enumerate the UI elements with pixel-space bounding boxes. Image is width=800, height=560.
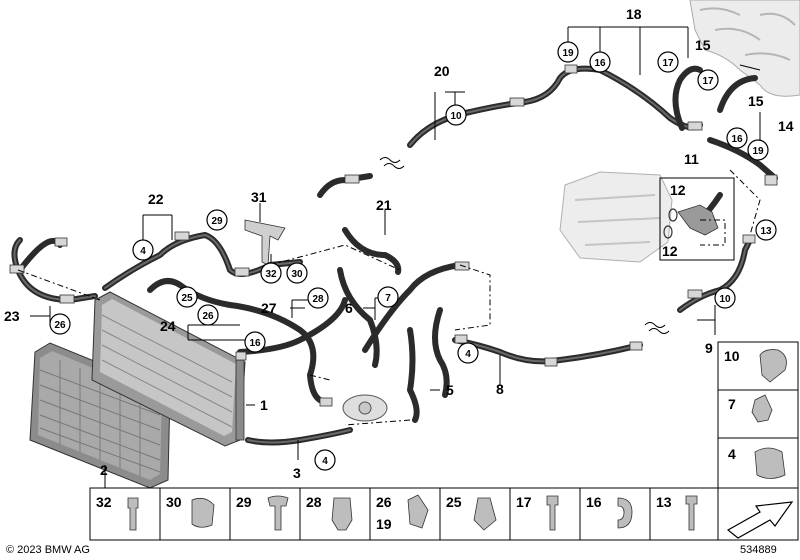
callout-16-a: 16 — [589, 51, 611, 73]
callout-17-b: 17 — [697, 69, 719, 91]
svg-text:4: 4 — [322, 456, 328, 467]
callout-26-a: 26 — [49, 313, 71, 335]
fittings — [9, 64, 778, 407]
label-24: 24 — [160, 318, 176, 334]
svg-text:28: 28 — [312, 294, 324, 305]
label-23: 23 — [4, 308, 20, 324]
svg-text:17: 17 — [662, 58, 674, 69]
callout-28: 28 — [307, 287, 329, 309]
callout-4-b: 4 — [457, 342, 479, 364]
svg-text:25: 25 — [181, 293, 193, 304]
legend-bottom-label-17: 17 — [516, 494, 532, 510]
callout-17-a: 17 — [657, 51, 679, 73]
label-15-top: 15 — [695, 37, 711, 53]
dashed-lines — [17, 169, 761, 426]
label-12-top: 12 — [670, 182, 686, 198]
label-27: 27 — [261, 300, 277, 316]
callout-30: 30 — [286, 262, 308, 284]
drawing-number: 534889 — [740, 544, 777, 556]
legend-bottom-label-32: 32 — [96, 494, 112, 510]
bracket — [244, 219, 286, 266]
svg-text:10: 10 — [719, 294, 731, 305]
label-5: 5 — [446, 382, 454, 398]
label-9: 9 — [705, 340, 713, 356]
radiator — [91, 291, 246, 447]
label-3: 3 — [293, 465, 301, 481]
svg-text:16: 16 — [594, 58, 606, 69]
label-2: 2 — [100, 462, 108, 478]
coolant-pump — [342, 394, 388, 422]
legend-bottom-label-13: 13 — [656, 494, 672, 510]
callout-16-c: 16 — [244, 331, 266, 353]
label-20: 20 — [434, 63, 450, 79]
svg-text:13: 13 — [760, 226, 772, 237]
callout-7: 7 — [377, 286, 399, 308]
callout-29: 29 — [206, 209, 228, 231]
legend-bottom-label-29: 29 — [236, 494, 252, 510]
label-22: 22 — [148, 191, 164, 207]
label-31: 31 — [251, 189, 267, 205]
svg-text:19: 19 — [752, 146, 764, 157]
legend-side-label-3: 4 — [728, 446, 736, 462]
svg-text:26: 26 — [54, 320, 66, 331]
legend-bottom-label-25: 25 — [446, 494, 462, 510]
label-6: 6 — [345, 300, 353, 316]
svg-text:17: 17 — [702, 76, 714, 87]
legend-bottom-label-26: 26 — [376, 494, 392, 510]
svg-text:26: 26 — [202, 311, 214, 322]
legend-bottom-label-30: 30 — [166, 494, 182, 510]
label-18: 18 — [626, 6, 642, 22]
callout-13: 13 — [755, 219, 777, 241]
label-21: 21 — [376, 197, 392, 213]
break-marks — [379, 157, 670, 334]
legend-bottom: 32 30 29 28 26 19 25 17 16 13 — [89, 487, 799, 541]
drive-unit — [559, 171, 673, 263]
svg-text:10: 10 — [450, 111, 462, 122]
legend-side: 10 7 4 — [717, 341, 799, 489]
callout-10-a: 10 — [445, 104, 467, 126]
valve-module — [659, 177, 735, 261]
legend-side-label-1: 10 — [724, 348, 740, 364]
svg-text:16: 16 — [249, 338, 261, 349]
callout-25: 25 — [176, 286, 198, 308]
copyright: © 2023 BMW AG — [6, 544, 90, 556]
svg-text:4: 4 — [140, 246, 146, 257]
legend-bottom-label-16: 16 — [586, 494, 602, 510]
svg-text:30: 30 — [291, 269, 303, 280]
svg-text:19: 19 — [562, 48, 574, 59]
callout-4-a: 4 — [132, 239, 154, 261]
callout-4-c: 4 — [314, 449, 336, 471]
label-1: 1 — [260, 397, 268, 413]
label-11: 11 — [684, 151, 699, 167]
label-8: 8 — [496, 381, 504, 397]
svg-text:29: 29 — [211, 216, 223, 227]
callout-16-b: 16 — [726, 127, 748, 149]
svg-text:7: 7 — [385, 293, 391, 304]
label-14: 14 — [778, 118, 794, 134]
legend-side-label-2: 7 — [728, 396, 736, 412]
label-12-bottom: 12 — [662, 243, 678, 259]
callout-19-b: 19 — [747, 139, 769, 161]
callout-10-b: 10 — [714, 287, 736, 309]
legend-bottom-label-19: 19 — [376, 516, 392, 532]
svg-text:32: 32 — [265, 269, 277, 280]
callout-32: 32 — [260, 262, 282, 284]
svg-text:16: 16 — [731, 134, 743, 145]
callout-26-b: 26 — [197, 304, 219, 326]
callout-19-a: 19 — [557, 41, 579, 63]
svg-text:4: 4 — [465, 349, 471, 360]
legend-bottom-label-28: 28 — [306, 494, 322, 510]
label-15-bottom: 15 — [748, 93, 764, 109]
